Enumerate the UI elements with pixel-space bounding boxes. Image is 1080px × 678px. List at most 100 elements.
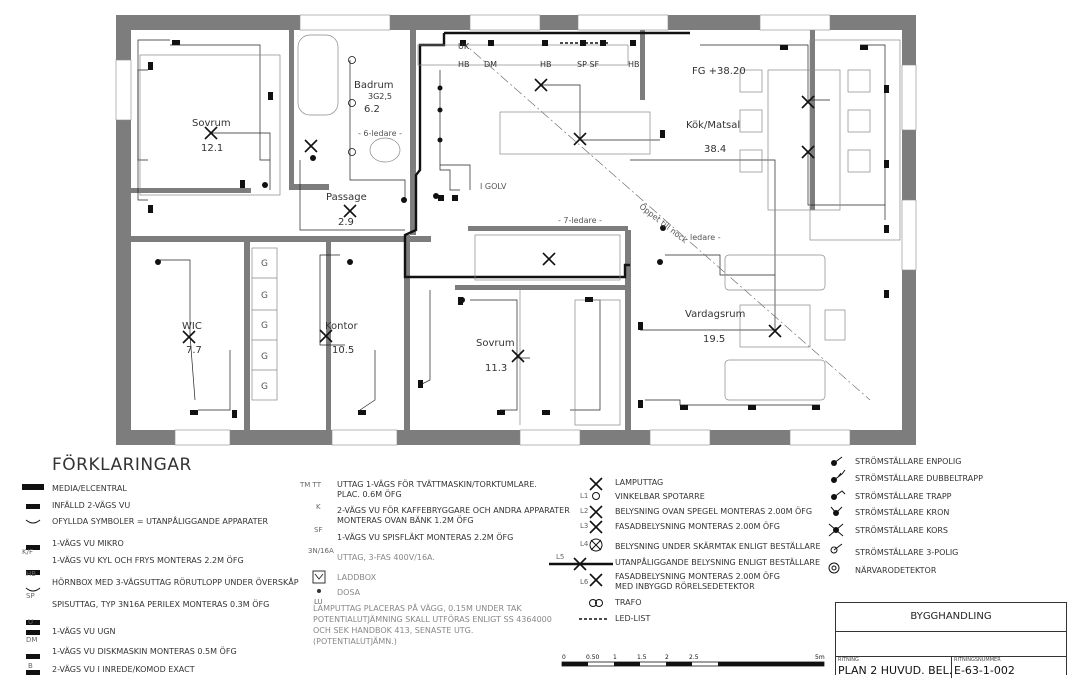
appliance-tag: DM xyxy=(484,60,498,69)
legend-switch-symbols xyxy=(828,456,846,574)
legend-item: HÖRNBOX MED 3-VÄGSUTTAG RÖRUTLOPP UNDER … xyxy=(52,578,299,587)
room-name: Kök/Matsal xyxy=(686,120,741,131)
legend-item: UTTAG, 3-FAS 400V/16A. xyxy=(337,553,435,562)
scale-tick: 0 xyxy=(562,654,566,661)
wire-note: - 6-ledare - xyxy=(358,129,402,138)
windows xyxy=(115,14,917,446)
legend-item: 1-VÄGS VU UGN xyxy=(52,627,116,636)
drawing-number: E-63-1-002 xyxy=(954,664,1015,677)
scale-tick: 2.5 xyxy=(689,654,699,661)
legend-item: 1-VÄGS VU KYL OCH FRYS MONTERAS 2.2M ÖFG xyxy=(52,556,244,565)
legend-sym: L1 xyxy=(580,492,589,500)
room-area: 11.3 xyxy=(485,363,508,374)
legend-sym: K/F xyxy=(22,548,33,556)
legend-item: 2-VÄGS VU I INREDE/KOMOD EXACT xyxy=(52,665,195,674)
scale-bar xyxy=(561,661,825,667)
legend-item: UTANPÅLIGGANDE BELYSNING ENLIGT BESTÄLLA… xyxy=(615,558,821,567)
legend-item: LED-LIST xyxy=(615,614,651,623)
floor-level: FG +38.20 xyxy=(692,66,746,77)
room-area: 10.5 xyxy=(332,345,355,356)
wire-note: I GOLV xyxy=(480,182,507,191)
legend-title: FÖRKLARINGAR xyxy=(52,455,192,475)
legend-item: 2-VÄGS VU FÖR KAFFEBRYGGARE OCH ANDRA AP… xyxy=(337,506,570,525)
legend-sym: L3 xyxy=(580,522,589,530)
legend-sym: L5 xyxy=(556,553,565,561)
legend-sym: DM xyxy=(26,636,38,644)
svg-text:G: G xyxy=(261,352,268,362)
legend-item: SPISUTTAG, TYP 3N16A PERILEX MONTERAS 0.… xyxy=(52,600,270,609)
legend-item: TRAFO xyxy=(615,598,642,607)
scale-tick: 1.5 xyxy=(637,654,647,661)
wire-note: ledare - xyxy=(690,233,721,242)
room-area: 12.1 xyxy=(201,143,224,154)
svg-text:G: G xyxy=(261,321,268,331)
legend-item: DOSA xyxy=(337,588,361,597)
legend-item: FASADBELYSNING MONTERAS 2.00M ÖFG MED IN… xyxy=(615,572,780,591)
legend-sym: U xyxy=(28,618,34,626)
legend-item: LAMPUTTAG xyxy=(615,478,664,487)
room-name: WIC xyxy=(182,321,202,332)
drawing-title: PLAN 2 HUVUD. BEL. xyxy=(838,664,953,677)
legend-item: 1-VÄGS VU DISKMASKIN MONTERAS 0.5M ÖFG xyxy=(52,647,237,656)
legend-item: STRÖMSTÄLLARE 3-POLIG xyxy=(855,548,959,557)
svg-text:G: G xyxy=(261,291,268,301)
room-area: 6.2 xyxy=(364,104,380,115)
legend-sym: K xyxy=(316,503,321,511)
legend-sym: LU xyxy=(314,598,323,606)
appliance-tag: SP SF xyxy=(577,60,600,69)
legend-item: UTTAG 1-VÄGS FÖR TVÄTTMASKIN/TORKTUMLARE… xyxy=(337,480,537,499)
wardrobe xyxy=(251,247,278,401)
legend-item: 1-VÄGS VU MIKRO xyxy=(52,539,124,548)
legend-item: MEDIA/ELCENTRAL xyxy=(52,484,127,493)
ridge-line xyxy=(459,39,871,401)
switches xyxy=(155,85,666,303)
legend-item: 1-VÄGS VU SPISFLÄKT MONTERAS 2.2M ÖFG xyxy=(337,533,514,542)
legend-item: OFYLLDA SYMBOLER = UTANPÅLIGGANDE APPARA… xyxy=(52,517,269,526)
legend-item: LAMPUTTAG PLACERAS PÅ VÄGG, 0.15M UNDER … xyxy=(313,604,552,646)
legend-sym: L4 xyxy=(580,540,589,548)
drawing-number-label: RITNINGSNUMMER xyxy=(954,657,1001,663)
scale-tick: 0.50 xyxy=(586,654,600,661)
legend-item: STRÖMSTÄLLARE KRON xyxy=(855,508,950,517)
legend-sym: SF xyxy=(314,526,323,534)
legend-symbols-col3 xyxy=(549,477,613,620)
legend-item: BELYSNING UNDER SKÄRMTAK ENLIGT BESTÄLLA… xyxy=(615,542,821,551)
scale-tick: 1 xyxy=(613,654,617,661)
room-name: Sovrum xyxy=(476,338,515,349)
room-extra: 3G2,5 xyxy=(368,92,393,101)
drawing-label: RITNING xyxy=(838,657,859,663)
legend-sym: B xyxy=(28,662,33,670)
legend-item: VINKELBAR SPOTARRE xyxy=(615,492,705,501)
main-cables xyxy=(403,31,690,279)
legend-item: STRÖMSTÄLLARE ENPOLIG xyxy=(855,457,962,466)
legend-item: NÄRVARODETEKTOR xyxy=(855,566,937,575)
legend-symbols-col1 xyxy=(22,484,44,675)
appliance-tag: HB xyxy=(458,60,470,69)
legend-item: LADDBOX xyxy=(337,573,377,582)
dosa-icon xyxy=(317,589,321,593)
room-name: Vardagsrum xyxy=(685,309,746,320)
room-name: Passage xyxy=(326,192,367,203)
legend-sym: SP xyxy=(26,592,35,600)
legend-sym: HB xyxy=(26,570,37,578)
legend-item: INFÄLLD 2-VÄGS VU xyxy=(52,501,131,510)
spots xyxy=(348,56,356,156)
room-name: Kontor xyxy=(325,321,358,332)
document-status: BYGGHANDLING xyxy=(836,603,1066,632)
legend-sym: L6 xyxy=(580,578,589,586)
legend-item: BELYSNING OVAN SPEGEL MONTERAS 2.00M ÖFG xyxy=(615,507,813,516)
legend-sym: L2 xyxy=(580,507,589,515)
room-name: Sovrum xyxy=(192,118,231,129)
legend-item: FASADBELYSNING MONTERAS 2.00M ÖFG xyxy=(615,522,780,531)
room-area: 19.5 xyxy=(703,334,726,345)
svg-text:G: G xyxy=(261,259,268,269)
appliance-tag: HB xyxy=(628,60,640,69)
laddbox-icon xyxy=(312,570,326,584)
wiring xyxy=(137,39,886,411)
legend-item: STRÖMSTÄLLARE DUBBELTRAPP xyxy=(855,474,983,483)
appliance-tag: UK xyxy=(458,42,470,51)
room-name: Badrum xyxy=(354,80,394,91)
scale-tick: 5m xyxy=(815,654,825,661)
